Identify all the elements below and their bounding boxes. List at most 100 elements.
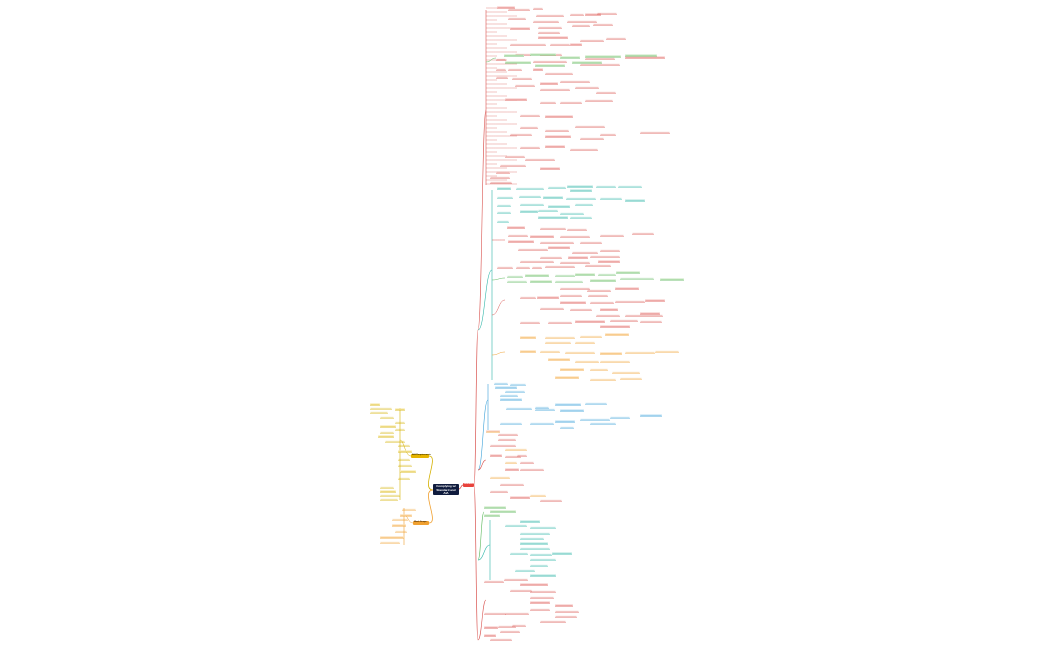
- green-node-text: [525, 274, 549, 276]
- teal-node-text: [520, 520, 540, 522]
- red-node-text: [540, 256, 562, 258]
- branch-line: [491, 351, 506, 356]
- teal-node-text: [538, 216, 568, 218]
- green-node-text: [507, 275, 523, 277]
- green-node-text: [572, 61, 602, 63]
- blue-node-text: [495, 386, 517, 388]
- red-node-text: [510, 589, 532, 591]
- red-node-text: [600, 249, 620, 251]
- blue-node-text: [494, 382, 508, 384]
- yellow-node-text: [380, 416, 394, 418]
- red-node-text: [588, 294, 608, 296]
- branch-line: [458, 484, 464, 490]
- green-node-text: [507, 280, 527, 282]
- orange-node-text: [555, 376, 579, 378]
- red-node-text: [520, 260, 554, 262]
- red-node-text: [520, 114, 540, 116]
- branch-line: [473, 329, 479, 486]
- teal-node-text: [596, 185, 616, 187]
- yellow-node-text: [398, 450, 412, 452]
- red-node-text: [500, 164, 526, 166]
- orange-node-text: [590, 368, 608, 370]
- red-node-text: [590, 255, 620, 257]
- main-topic-aia-requirements[interactable]: AIA Requirements: [411, 454, 431, 458]
- branch-lines: [399, 7, 517, 641]
- orange-node-text: [580, 335, 602, 337]
- red-node-text: [505, 155, 525, 157]
- red-node-text: [580, 137, 604, 139]
- red-node-text: [490, 454, 502, 456]
- main-topic-standard[interactable]: Standard: [463, 483, 474, 487]
- red-node-text: [497, 266, 513, 268]
- yellow-node-text: [400, 470, 416, 472]
- red-node-text: [550, 43, 570, 45]
- teal-node-text: [520, 203, 544, 205]
- blue-node-text: [560, 409, 584, 411]
- orange-node-text: [400, 514, 412, 516]
- yellow-node-text: [398, 464, 412, 466]
- green-node-text: [535, 64, 565, 66]
- red-node-text: [597, 12, 617, 14]
- green-node-text: [660, 278, 684, 280]
- teal-node-text: [530, 553, 552, 555]
- red-node-text: [497, 6, 515, 8]
- red-node-text: [596, 314, 620, 316]
- red-node-text: [510, 43, 546, 45]
- teal-node-text: [600, 197, 622, 199]
- teal-node-text: [560, 212, 584, 214]
- red-node-text: [545, 72, 573, 74]
- teal-node-text: [497, 196, 513, 198]
- red-node-text: [580, 241, 602, 243]
- red-node-text: [567, 228, 587, 230]
- teal-node-text: [497, 220, 509, 222]
- blue-node-text: [610, 416, 630, 418]
- yellow-node-text: [380, 498, 398, 500]
- teal-node-text: [520, 210, 538, 212]
- teal-node-text: [625, 199, 645, 201]
- central-topic[interactable]: Complying w/ Standard and AIA: [433, 484, 459, 495]
- red-node-text: [568, 256, 588, 258]
- red-node-text: [600, 234, 624, 236]
- teal-node-text: [520, 547, 550, 549]
- red-node-text: [540, 88, 570, 90]
- red-node-text: [533, 60, 567, 62]
- yellow-node-text: [370, 403, 380, 405]
- red-node-text: [496, 68, 506, 70]
- yellow-node-text: [398, 444, 410, 446]
- blue-node-text: [510, 383, 526, 385]
- red-node-text: [508, 8, 530, 10]
- red-node-text: [496, 58, 506, 60]
- red-node-text: [536, 14, 564, 16]
- blue-node-text: [580, 418, 610, 420]
- red-node-text: [510, 133, 532, 135]
- blue-node-text: [555, 403, 581, 405]
- green-node-text: [484, 514, 500, 516]
- red-node-text: [520, 583, 548, 585]
- blue-node-text: [555, 420, 575, 422]
- red-node-text: [515, 84, 535, 86]
- red-node-text: [508, 234, 528, 236]
- red-node-text: [505, 455, 521, 457]
- red-node-text: [490, 181, 512, 183]
- orange-node-text: [540, 350, 560, 352]
- orange-node-text: [520, 350, 536, 352]
- blue-node-text: [500, 394, 518, 396]
- main-topic-work-scope[interactable]: Work Scope: [413, 521, 429, 525]
- red-node-text: [593, 23, 613, 25]
- red-node-text: [530, 494, 546, 496]
- branch-line: [485, 57, 497, 63]
- red-node-text: [505, 98, 527, 100]
- red-node-text: [615, 287, 639, 289]
- green-node-text: [555, 274, 575, 276]
- red-node-text: [610, 319, 638, 321]
- red-node-text: [520, 468, 544, 470]
- red-node-text: [567, 20, 597, 22]
- red-node-text: [596, 91, 616, 93]
- red-node-text: [530, 590, 556, 592]
- red-node-text: [508, 240, 534, 242]
- red-node-text: [560, 301, 586, 303]
- branch-nodes: [370, 6, 684, 641]
- yellow-node-text: [398, 458, 410, 460]
- orange-node-text: [545, 341, 571, 343]
